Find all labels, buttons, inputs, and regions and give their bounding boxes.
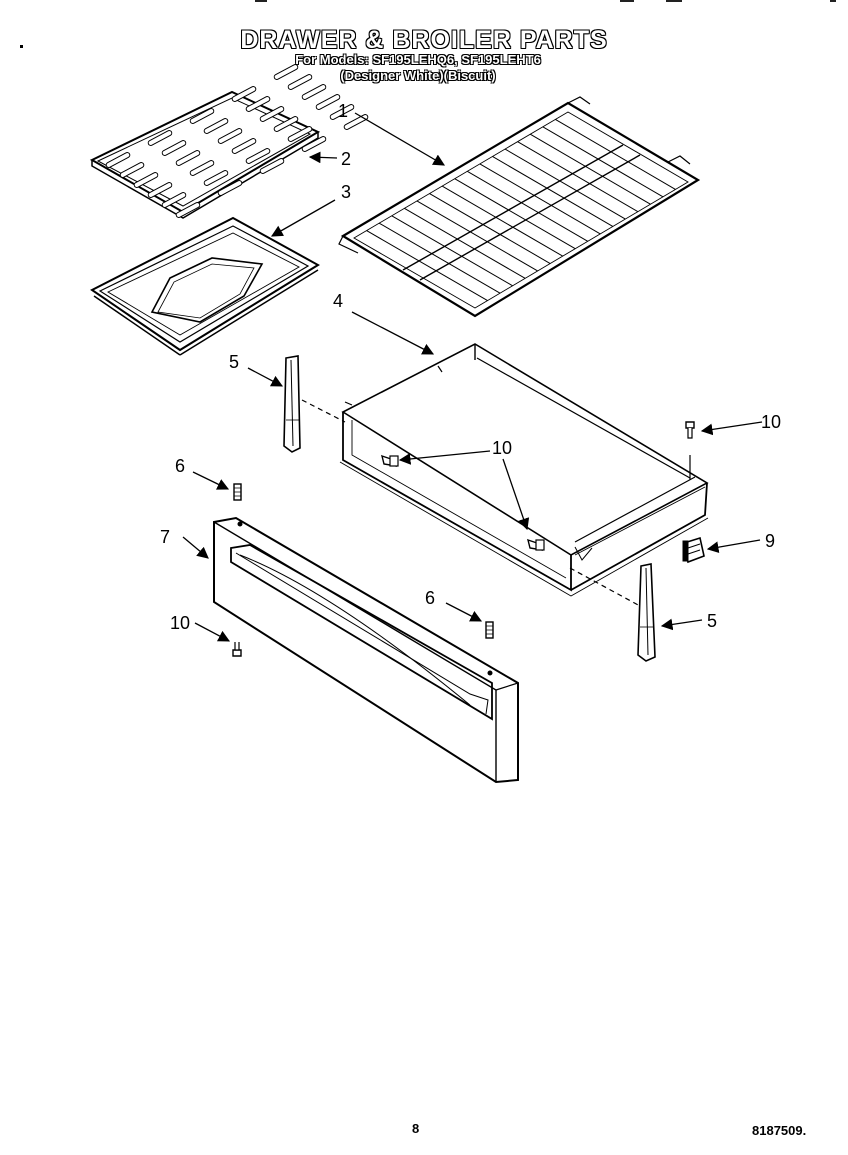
grid-slot <box>189 108 215 124</box>
rack-bar <box>504 148 626 220</box>
corner-dot <box>20 45 23 48</box>
stud-right <box>485 621 494 639</box>
callout-5-right: 5 <box>707 611 717 631</box>
page-title: DRAWER & BROILER PARTS <box>240 26 608 54</box>
grid-slot <box>301 136 327 152</box>
grid-slot <box>245 148 271 164</box>
rack-bar <box>378 222 501 294</box>
screw-drawer-left <box>381 454 399 467</box>
rack-bar <box>404 207 526 279</box>
models-line: For Models: SF195LEHQ6, SF195LEHT6 <box>295 52 541 67</box>
grid-slot <box>217 128 243 144</box>
grid-slot <box>189 160 215 176</box>
rack-bar <box>555 118 676 190</box>
grid-slot <box>147 182 173 198</box>
grid-slot <box>287 74 313 90</box>
document-number: 8187509. <box>752 1123 807 1138</box>
grid-slot <box>245 96 271 112</box>
grid-slot <box>133 172 159 188</box>
grid-slot <box>119 162 145 178</box>
rack-bar <box>429 193 551 264</box>
grid-slot <box>329 104 355 120</box>
callout-leaders <box>182 112 763 642</box>
callout-9: 9 <box>765 531 775 551</box>
page-number: 8 <box>412 1121 420 1136</box>
grid-slot <box>161 192 187 208</box>
grid-slot <box>315 94 341 110</box>
grid-slot <box>273 116 299 132</box>
rack-bar <box>454 178 576 250</box>
grid-slot <box>147 130 173 146</box>
callout-labels: 1 2 3 4 5 10 6 10 10 7 9 6 5 <box>160 101 781 633</box>
clip <box>682 536 705 564</box>
top-edge-marks <box>0 0 848 2</box>
grid-slot <box>273 64 299 80</box>
callout-2: 2 <box>341 149 351 169</box>
callout-4: 4 <box>333 291 343 311</box>
callout-10-panel: 10 <box>170 613 190 633</box>
rack-bar <box>366 230 488 302</box>
callout-10-right: 10 <box>761 412 781 432</box>
callout-6-right: 6 <box>425 588 435 608</box>
drawer-slide-right <box>637 563 656 662</box>
grid-slot <box>203 118 229 134</box>
screw-drawer-right <box>685 421 695 439</box>
grid-slot <box>175 150 201 166</box>
screw-drawer-bottom <box>527 538 545 551</box>
rack-bar <box>441 185 563 257</box>
grid-slot <box>217 180 243 196</box>
callout-1: 1 <box>338 101 348 121</box>
drawer-front-panel <box>213 516 519 784</box>
drawer-slide-left <box>283 355 301 453</box>
rack-bar <box>416 200 538 272</box>
callout-3: 3 <box>341 182 351 202</box>
grid-slot <box>203 170 229 186</box>
grid-slot <box>259 158 285 174</box>
rack-bar <box>391 215 513 287</box>
broiler-grid <box>89 64 369 219</box>
rack-bar <box>517 141 639 213</box>
broiler-pan <box>90 216 320 356</box>
grid-slot <box>343 114 369 130</box>
grid-slot <box>301 84 327 100</box>
stud-left <box>233 483 242 501</box>
rack-bar <box>492 156 614 227</box>
rack-bar <box>542 126 664 198</box>
grid-slot <box>287 126 313 142</box>
grid-slot <box>231 138 257 154</box>
callout-6-left: 6 <box>175 456 185 476</box>
grid-slot <box>259 106 285 122</box>
grid-slot <box>161 140 187 156</box>
callout-5-left: 5 <box>229 352 239 372</box>
callout-7: 7 <box>160 527 170 547</box>
callout-10-drawer: 10 <box>492 438 512 458</box>
drawer-body <box>339 343 709 597</box>
oven-rack <box>338 96 701 318</box>
grid-slot <box>105 152 131 168</box>
variant-line: (Designer White)(Biscuit) <box>340 68 496 83</box>
grid-slot <box>175 202 201 218</box>
rack-bar <box>467 170 589 242</box>
screw-panel-bottom <box>232 642 242 657</box>
rack-bar <box>529 133 651 205</box>
rack-bar <box>479 163 601 235</box>
assembly-lines <box>301 399 641 607</box>
grid-slot <box>231 86 257 102</box>
